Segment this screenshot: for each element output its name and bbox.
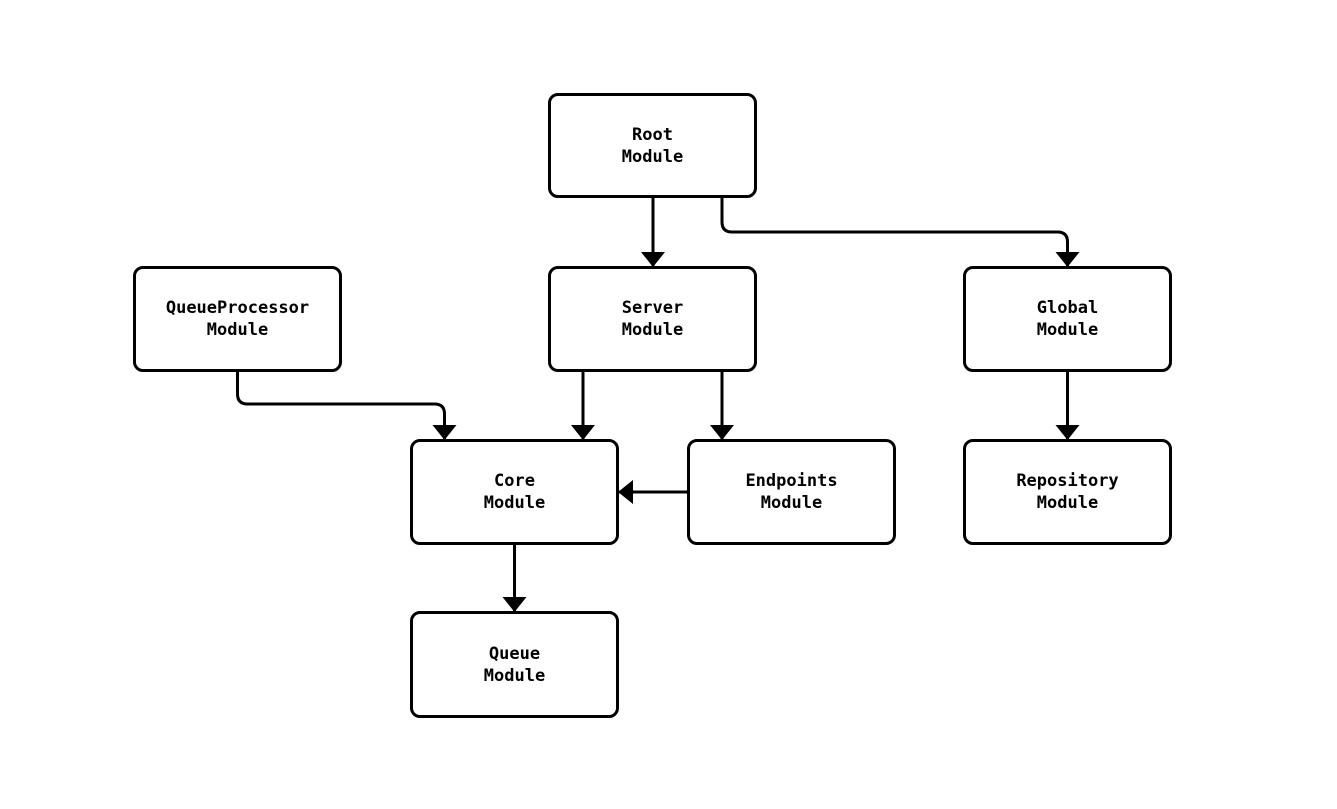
node-label-line: Module — [1036, 320, 1099, 340]
node-label-line: Module — [621, 146, 684, 167]
node-label-line: Module — [1036, 493, 1099, 513]
edge-queueprocessor-to-core — [236, 372, 457, 440]
node-label-line: Server — [621, 298, 684, 318]
node-label-line: Module — [206, 320, 269, 340]
node-label-line: Core — [494, 471, 535, 491]
node-label-line: Module — [483, 665, 546, 686]
node-label-line: QueueProcessor — [165, 298, 310, 318]
node-label-line: Endpoints — [745, 471, 838, 491]
node-label-line: Queue — [488, 643, 541, 664]
edge-root-to-global — [720, 198, 1080, 267]
node-label-line: Module — [483, 493, 546, 513]
node-label-line: Root — [632, 124, 673, 145]
node-label-line: Global — [1036, 298, 1099, 318]
node-label-line: Module — [760, 493, 823, 513]
node-label-line: Module — [621, 320, 684, 340]
node-label-line: Repository — [1016, 471, 1119, 491]
